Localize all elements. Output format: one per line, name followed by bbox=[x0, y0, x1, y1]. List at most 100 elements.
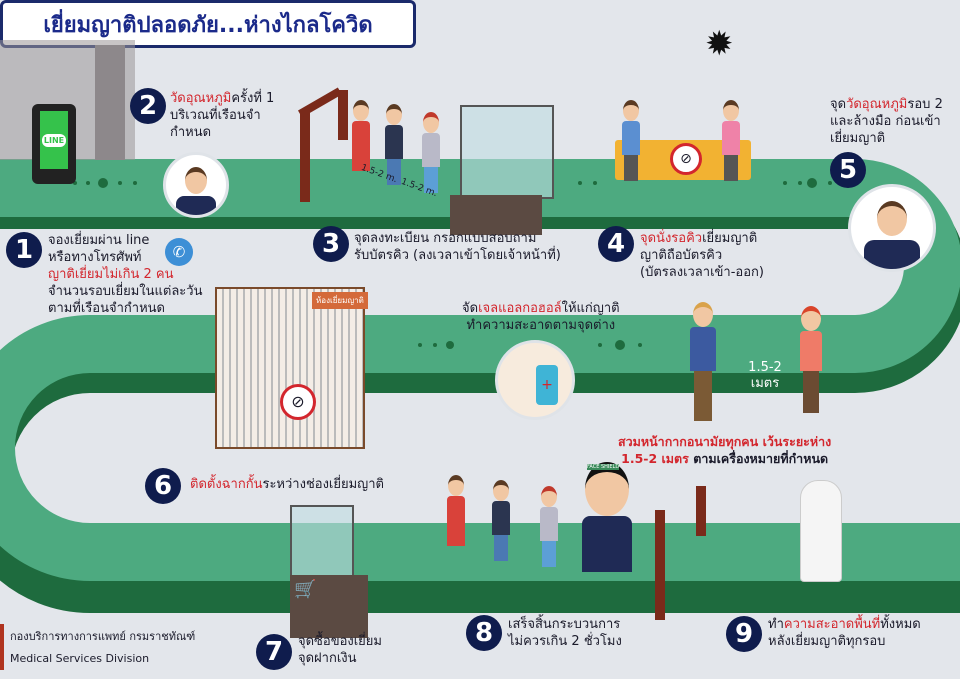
step-1-line: จำนวนรอบเยี่ยมในแต่ละวัน bbox=[48, 284, 203, 299]
person-illustration bbox=[385, 104, 403, 185]
person-illustration bbox=[422, 112, 440, 193]
gel-highlight: เจลแอลกอฮอล์ bbox=[478, 301, 562, 316]
step-7-line: จุดฝากเงิน bbox=[298, 651, 357, 666]
gate-post bbox=[300, 110, 310, 202]
path-dots bbox=[73, 178, 832, 350]
step-4-text: จุดนั่งรอคิวเยี่ยมญาติ ญาติถือบัตรคิว (บ… bbox=[640, 230, 764, 281]
step-5-line: และล้างมือ ก่อนเข้า bbox=[830, 114, 941, 129]
phone-call-icon: ✆ bbox=[165, 238, 193, 266]
step-7-text: จุดซื้อของเยี่ยม จุดฝากเงิน bbox=[298, 633, 382, 667]
step-5-highlight: วัดอุณหภูมิ bbox=[846, 97, 908, 112]
officer-illustration: FACE SHIELD bbox=[578, 462, 636, 572]
step-2-highlight: วัดอุณหภูมิ bbox=[170, 91, 232, 106]
gel-text: จัดเจลแอลกอฮอล์ให้แก่ญาติ ทำความสะอาดตาม… bbox=[462, 300, 620, 334]
shop-booth bbox=[290, 505, 354, 579]
step-1-highlight: ญาติเยี่ยมไม่เกิน 2 คน bbox=[48, 267, 174, 282]
step-4-highlight: จุดนั่งรอคิว bbox=[640, 231, 703, 246]
distancing-line: ทุกคน bbox=[725, 434, 759, 449]
phone-icon: LINE bbox=[32, 104, 76, 184]
distancing-highlight: เว้นระยะห่าง bbox=[762, 434, 832, 449]
step-4-line: (บัตรลงเวลาเข้า-ออก) bbox=[640, 265, 764, 280]
org-name-th: กองบริการทางการแพทย์ กรมราชทัณฑ์ bbox=[10, 630, 196, 643]
step-4-badge: 4 bbox=[598, 226, 634, 262]
gate-post bbox=[655, 510, 665, 620]
step-4-line: เยี่ยมญาติ bbox=[702, 231, 758, 246]
distancing-highlight: สวมหน้ากากอนามัย bbox=[618, 434, 726, 449]
gel-line: ทำความสะอาดตามจุดต่าง bbox=[466, 318, 616, 333]
step-6-line: ระหว่างช่องเยี่ยมญาติ bbox=[262, 477, 384, 492]
step-8-line: เสร็จสิ้นกระบวนการ bbox=[508, 617, 621, 632]
person-illustration bbox=[722, 100, 740, 181]
step-1-line: หรือทางโทรศัพท์ bbox=[48, 250, 142, 265]
step-3-line: จุดลงทะเบียน กรอกแบบสอบถาม bbox=[354, 231, 537, 246]
line-app-icon: LINE bbox=[41, 133, 67, 147]
footer-accent-bar bbox=[0, 624, 4, 670]
person-illustration bbox=[492, 480, 510, 561]
no-sitting-icon: ⊘ bbox=[280, 384, 316, 420]
step-6-text: ติดตั้งฉากกั้นระหว่างช่องเยี่ยมญาติ bbox=[190, 476, 384, 493]
no-sitting-icon: ⊘ bbox=[670, 143, 702, 175]
page-title: เยี่ยมญาติปลอดภัย...ห่างไกลโควิด bbox=[0, 0, 416, 48]
step-7-badge: 7 bbox=[256, 634, 292, 670]
virus-icon: ✹ bbox=[705, 24, 734, 64]
shopping-cart-icon: 🛒 bbox=[290, 575, 368, 638]
distance-unit: เมตร bbox=[750, 376, 780, 391]
step-2-line: บริเวณที่เรือนจำ bbox=[170, 108, 261, 123]
step-2-badge: 2 bbox=[130, 88, 166, 124]
cleaning-worker-illustration bbox=[800, 480, 842, 582]
step-2-line: กำหนด bbox=[170, 125, 212, 140]
step-1-badge: 1 bbox=[6, 232, 42, 268]
step-2-text: วัดอุณหภูมิครั้งที่ 1 บริเวณที่เรือนจำ ก… bbox=[170, 90, 274, 141]
step-4-line: ญาติถือบัตรคิว bbox=[640, 248, 723, 263]
step-9-line: ทำ bbox=[768, 617, 784, 632]
person-illustration bbox=[352, 100, 370, 171]
step-7-line: จุดซื้อของเยี่ยม bbox=[298, 634, 382, 649]
gel-line: ให้แก่ญาติ bbox=[561, 301, 620, 316]
person-illustration bbox=[447, 475, 465, 546]
hand-sanitizer-illustration: + bbox=[495, 340, 575, 420]
distancing-text: สวมหน้ากากอนามัยทุกคน เว้นระยะห่าง 1.5-2… bbox=[618, 433, 831, 467]
step-1-line: ตามที่เรือนจำกำหนด bbox=[48, 301, 165, 316]
footer: กองบริการทางการแพทย์ กรมราชทัณฑ์ Medical… bbox=[10, 626, 195, 670]
visiting-room-illustration bbox=[215, 287, 365, 449]
distancing-line: ตามเครื่องหมายที่กำหนด bbox=[693, 451, 829, 466]
step-6-highlight: ติดตั้งฉากกั้น bbox=[190, 477, 263, 492]
gel-line: จัด bbox=[462, 301, 479, 316]
room-sign: ห้องเยี่ยมญาติ bbox=[312, 292, 368, 309]
step-8-text: เสร็จสิ้นกระบวนการ ไม่ควรเกิน 2 ชั่วโมง bbox=[508, 616, 622, 650]
step-5-line: เยี่ยมญาติ bbox=[830, 131, 886, 146]
step-5-text: จุดวัดอุณหภูมิรอบ 2 และล้างมือ ก่อนเข้า … bbox=[830, 96, 943, 147]
step-3-badge: 3 bbox=[313, 226, 349, 262]
person-illustration bbox=[800, 306, 822, 413]
gate-post bbox=[338, 90, 348, 140]
person-illustration bbox=[690, 302, 716, 421]
prison-tower bbox=[95, 45, 125, 160]
step-5-badge: 5 bbox=[830, 152, 866, 188]
gate-post bbox=[696, 486, 706, 536]
face-shield-label: FACE SHIELD bbox=[587, 464, 620, 470]
registration-booth bbox=[460, 105, 554, 199]
temperature-check-illustration bbox=[848, 184, 936, 272]
step-1-text: จองเยี่ยมผ่าน line หรือทางโทรศัพท์ ญาติเ… bbox=[48, 232, 202, 317]
step-8-badge: 8 bbox=[466, 615, 502, 651]
step-9-line: ทั้งหมด bbox=[880, 617, 921, 632]
step-6-badge: 6 bbox=[145, 468, 181, 504]
distancing-highlight: 1.5-2 เมตร bbox=[621, 451, 689, 466]
registration-desk bbox=[450, 195, 542, 235]
step-5-line: จุด bbox=[830, 97, 847, 112]
org-name-en: Medical Services Division bbox=[10, 652, 150, 665]
step-5-line: รอบ 2 bbox=[907, 97, 943, 112]
step-9-line: หลังเยี่ยมญาติทุกรอบ bbox=[768, 634, 886, 649]
person-illustration bbox=[622, 100, 640, 181]
step-9-text: ทำความสะอาดพื้นที่ทั้งหมด หลังเยี่ยมญาติ… bbox=[768, 616, 921, 650]
step-3-text: จุดลงทะเบียน กรอกแบบสอบถาม รับบัตรคิว (ล… bbox=[354, 230, 561, 264]
step-9-highlight: ความสะอาดพื้นที่ bbox=[783, 617, 881, 632]
temperature-check-illustration bbox=[163, 152, 229, 218]
step-1-line: จองเยี่ยมผ่าน line bbox=[48, 233, 150, 248]
step-9-badge: 9 bbox=[726, 616, 762, 652]
distance-indicator: 1.5-2 เมตร bbox=[735, 360, 795, 392]
step-2-line: ครั้งที่ 1 bbox=[231, 91, 275, 106]
distance-value: 1.5-2 bbox=[748, 360, 782, 375]
person-illustration bbox=[540, 486, 558, 567]
